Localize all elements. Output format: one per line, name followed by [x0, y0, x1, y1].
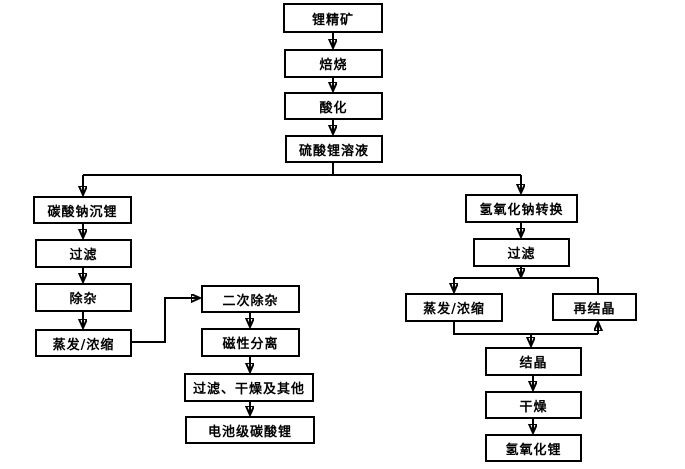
node-lithium-concentrate: 锂精矿: [283, 3, 383, 33]
node-battery-grade-lithium-carbonate: 电池级碳酸锂: [185, 416, 315, 444]
node-secondary-impurity-removal: 二次除杂: [201, 285, 300, 313]
node-sodium-carbonate-precipitation: 碳酸钠沉锂: [33, 196, 132, 224]
node-crystallization: 结晶: [485, 347, 582, 376]
node-filtration-right: 过滤: [473, 238, 570, 267]
node-roasting: 焙烧: [284, 49, 383, 78]
node-acidification: 酸化: [284, 92, 383, 120]
edge-evaporation-secondary: [132, 298, 200, 343]
node-evaporation-concentration-right: 蒸发/浓缩: [405, 293, 503, 322]
node-recrystallization: 再结晶: [552, 293, 637, 321]
node-lithium-sulfate-solution: 硫酸锂溶液: [285, 135, 383, 163]
edge-evaporation-bar: [453, 322, 598, 335]
node-magnetic-separation: 磁性分离: [201, 328, 300, 357]
node-evaporation-concentration-left: 蒸发/浓缩: [35, 329, 132, 357]
node-impurity-removal: 除杂: [35, 283, 132, 312]
node-sodium-hydroxide-conversion: 氢氧化钠转换: [465, 194, 578, 223]
node-filtration-left: 过滤: [35, 239, 132, 268]
node-drying: 干燥: [485, 391, 582, 419]
edge-solution-split: [83, 163, 521, 176]
node-filtration-drying-others: 过滤、干燥及其他: [184, 373, 314, 402]
node-lithium-hydroxide: 氢氧化锂: [485, 434, 582, 462]
